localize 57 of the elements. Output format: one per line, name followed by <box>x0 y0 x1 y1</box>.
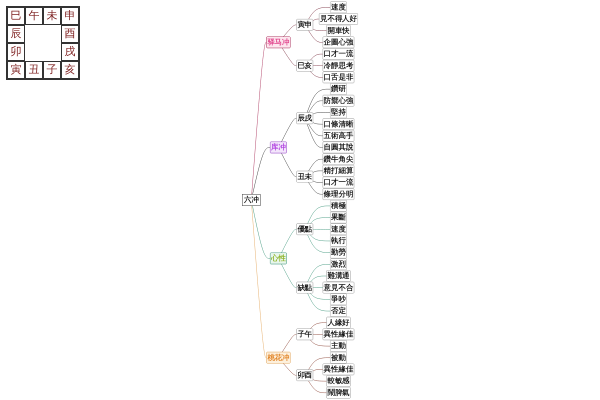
connector <box>312 28 327 31</box>
connector <box>307 293 331 312</box>
connector <box>308 358 331 370</box>
branch-cell: 午 <box>25 7 43 25</box>
branch-cell: 亥 <box>61 61 79 79</box>
connector <box>312 112 331 114</box>
connector <box>282 334 297 352</box>
connector <box>306 124 324 148</box>
connector <box>306 88 331 113</box>
connector <box>281 152 297 177</box>
connector <box>312 287 324 288</box>
branch-cell: 子 <box>43 61 61 79</box>
connector <box>252 205 270 259</box>
branch-cell: 辰 <box>7 25 25 43</box>
branch-cell: 酉 <box>61 25 79 43</box>
branch-cell: 申 <box>61 7 79 25</box>
connector <box>310 293 331 300</box>
branch-cell: 卯 <box>7 43 25 61</box>
connector <box>281 264 297 288</box>
connector <box>312 18 320 21</box>
branch-cell: 丑 <box>25 61 43 79</box>
connector <box>310 340 331 346</box>
connector <box>281 229 297 254</box>
branch-cell: 寅 <box>7 61 25 79</box>
connector <box>310 276 327 282</box>
connector <box>310 54 324 60</box>
connector <box>307 234 331 253</box>
connector <box>312 170 324 173</box>
connector <box>312 229 331 230</box>
connector <box>307 206 331 224</box>
connector <box>310 234 331 242</box>
connector <box>312 122 324 124</box>
connector <box>281 118 297 142</box>
connector <box>310 71 324 78</box>
connector <box>252 147 270 195</box>
connector <box>308 159 324 172</box>
connector <box>312 180 324 183</box>
connector <box>308 380 327 394</box>
connector <box>308 182 324 194</box>
connector <box>312 379 327 382</box>
connector <box>251 205 267 358</box>
connector <box>283 363 297 376</box>
connector <box>307 264 331 282</box>
branch-cell: 巳 <box>7 7 25 25</box>
connector <box>251 42 267 195</box>
connector <box>308 100 324 113</box>
connector <box>308 124 324 136</box>
connector <box>312 369 324 372</box>
connector <box>310 322 327 329</box>
connector <box>308 30 324 43</box>
connector <box>283 24 297 37</box>
connector <box>312 334 324 335</box>
connector <box>282 48 297 66</box>
branch-cell: 未 <box>43 7 61 25</box>
connector <box>308 7 331 20</box>
branch-cell: 戌 <box>61 43 79 61</box>
connector <box>310 217 331 224</box>
